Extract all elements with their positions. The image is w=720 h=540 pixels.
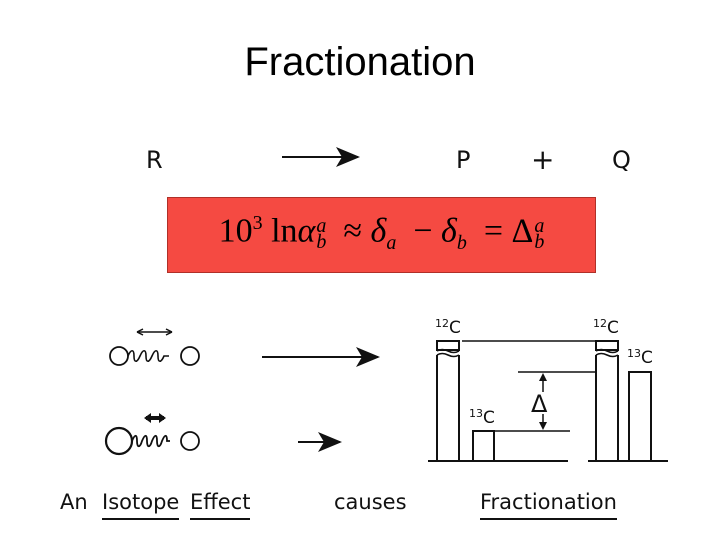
- label-right-13c: 13C: [627, 347, 653, 368]
- bar-right-13c: [628, 371, 652, 462]
- heavy-molecule: [104, 413, 200, 456]
- plus-sign: +: [531, 143, 555, 176]
- reactant-label: R: [146, 146, 163, 174]
- label-left-13c: 13C: [469, 407, 495, 428]
- byproduct-label: Q: [612, 146, 631, 174]
- bar-left-13c: [472, 430, 495, 462]
- caption-isotope: Isotope: [102, 490, 180, 520]
- product-label: P: [456, 146, 471, 174]
- label-left-12c: 12C: [435, 317, 461, 338]
- caption-an: An: [60, 490, 88, 514]
- bar-right-12c: [595, 340, 619, 460]
- delta-arrow: Δ: [531, 373, 554, 430]
- delta-symbol: Δ: [531, 390, 548, 418]
- bar-left-12c: [436, 340, 460, 460]
- label-right-12c: 12C: [593, 317, 619, 338]
- caption-causes: causes: [334, 490, 407, 514]
- light-molecule: [109, 328, 200, 366]
- caption-fractionation: Fractionation: [480, 490, 617, 520]
- slide-title: Fractionation: [244, 40, 476, 84]
- caption-effect: Effect: [190, 490, 251, 520]
